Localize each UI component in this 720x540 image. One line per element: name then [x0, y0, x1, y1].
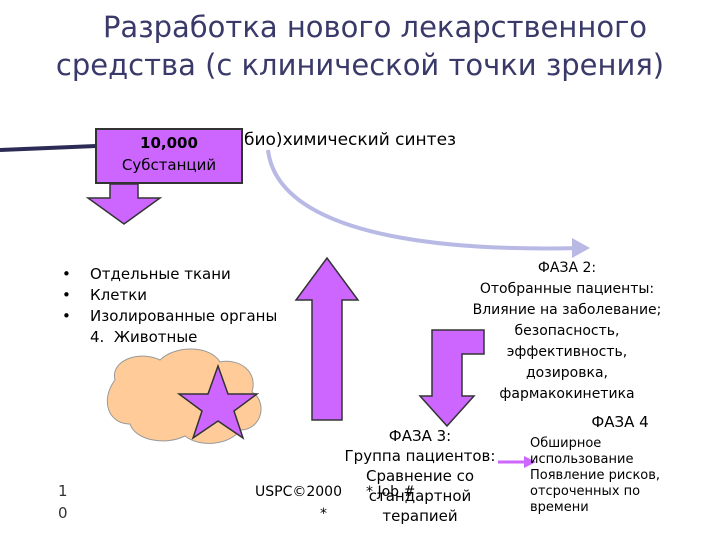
- job-number: * Job #: [366, 484, 416, 500]
- phase4-line: отсроченных по: [530, 484, 641, 499]
- phase2-line: безопасность,: [514, 323, 620, 339]
- phase2-line: Влияние на заболевание;: [472, 302, 662, 318]
- down-arrow: [85, 183, 163, 225]
- phase2-line: фармакокинетика: [499, 386, 635, 402]
- phase4-block: ФАЗА 4 Обширное использование Появление …: [530, 414, 710, 516]
- phase4-line: Появление рисков,: [530, 468, 661, 483]
- star-icon: [176, 363, 260, 440]
- right-arrow-head: [524, 456, 536, 468]
- phase4-line: использование: [530, 452, 634, 467]
- phase2-block: ФАЗА 2: Отобранные пациенты: Влияние на …: [452, 258, 682, 405]
- title-line-2: средства (с клинической точки зрения): [55, 48, 665, 82]
- phase3-line: Группа пациентов:: [344, 447, 496, 465]
- curve-arrow: [266, 149, 581, 251]
- phase2-line: дозировка,: [526, 365, 608, 381]
- slide-title: Разработка нового лекарственного средств…: [0, 8, 720, 84]
- phase4-line: времени: [530, 500, 589, 515]
- phase4-line: Обширное: [530, 436, 602, 451]
- up-arrow: [294, 256, 360, 421]
- substances-label: Субстанций: [121, 156, 217, 174]
- phase4-heading: ФАЗА 4: [591, 413, 649, 431]
- phase3-line: терапией: [382, 507, 458, 525]
- copyright: USPC©2000: [255, 484, 342, 500]
- synthesis-text: био)химический синтез: [244, 130, 457, 150]
- list-item: •Отдельные ткани: [62, 265, 231, 283]
- list-item: •Изолированные органы: [62, 307, 278, 325]
- phase2-heading: ФАЗА 2:: [537, 260, 597, 276]
- bent-arrow: [418, 329, 485, 428]
- list-item: •Клетки: [62, 286, 148, 304]
- substances-box: 10,000 Субстанций: [95, 128, 243, 184]
- phase2-line: эффективность,: [506, 344, 628, 360]
- left-rule: [0, 144, 97, 152]
- substances-count: 10,000: [140, 134, 198, 152]
- phase3-block: ФАЗА 3: Группа пациентов: Сравнение со с…: [340, 426, 500, 526]
- page-number: 1 0: [58, 482, 68, 522]
- footer-star: *: [320, 506, 327, 522]
- list-item: 4. Животные: [90, 328, 198, 346]
- test-list: •Отдельные ткани •Клетки •Изолированные …: [62, 264, 277, 348]
- phase3-line: стандартной: [368, 487, 472, 505]
- phase3-heading: ФАЗА 3:: [388, 427, 452, 445]
- curve-arrow-head: [572, 238, 590, 258]
- phase3-line: Сравнение со: [365, 467, 475, 485]
- title-line-1: Разработка нового лекарственного: [102, 10, 648, 44]
- phase2-line: Отобранные пациенты:: [479, 281, 655, 297]
